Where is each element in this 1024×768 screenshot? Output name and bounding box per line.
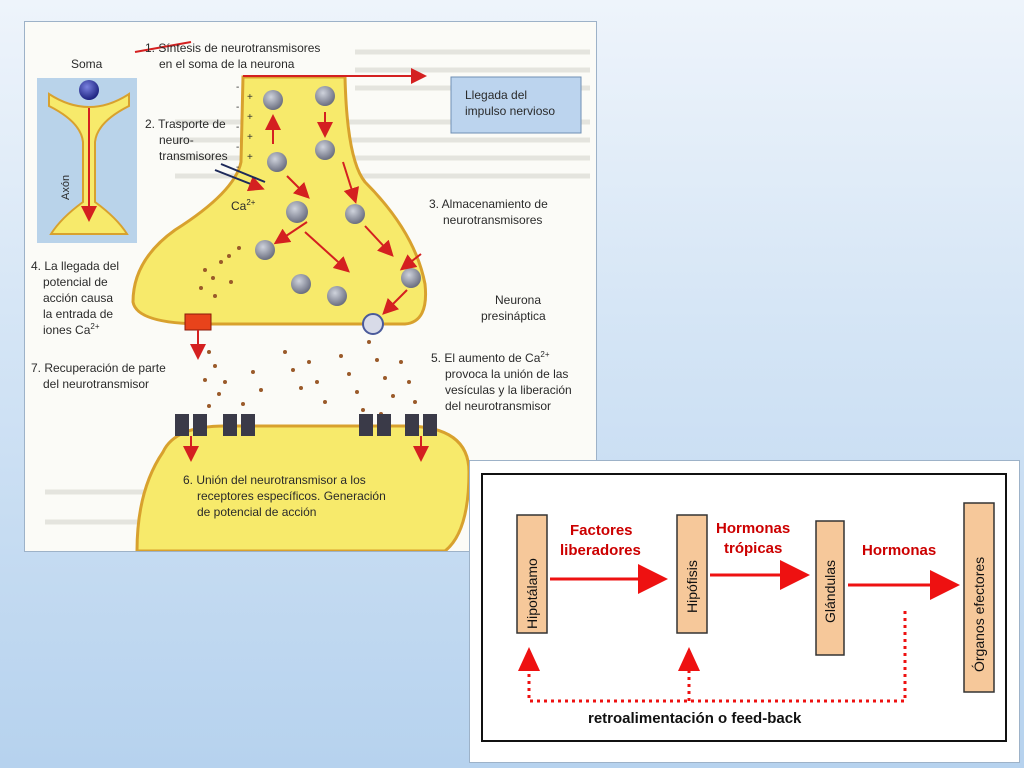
neurotransmitter-dots [199,246,417,416]
impulse-box-line-1: Llegada del [465,88,527,102]
synapse-svg: Soma Axón - + - + - + - + - [31,41,590,551]
step4-line-2: potencial de [43,275,108,289]
label-tropicas: trópicas [724,540,782,557]
box-hipofisis: Hipófisis [676,514,708,634]
step4-line-3: acción causa [43,291,113,305]
box-organos-efectores: Órganos efectores [963,502,995,693]
presynaptic-label-2: presináptica [481,309,546,323]
calcium-channel [184,313,212,331]
step2-line-2: neuro- [159,133,194,147]
step3-line-1: 3. Almacenamiento de [429,197,548,211]
vesicle [255,240,275,260]
vesicle [401,268,421,288]
soma-nucleus [79,80,99,100]
svg-text:+: + [247,92,253,103]
step6-line-3: de potencial de acción [197,505,316,519]
step6-line-2: receptores específicos. Generación [197,489,386,503]
synapse-illustration: Soma Axón - + - + - + - + - [24,21,597,552]
calcium-label: Ca2+ [231,198,256,213]
step4-line-5: iones Ca2+ [43,322,100,337]
step5-line-3: vesículas y la liberación [445,383,572,397]
step2-line-3: transmisores [159,149,228,163]
step5-line-1: 5. El aumento de Ca2+ [431,350,550,365]
svg-text:-: - [236,142,239,153]
fusing-vesicle [362,313,384,335]
feedback-svg: Hipotálamo Hipófisis Glándulas Órganos e… [481,473,1007,742]
transport-arrows [134,41,427,315]
soma-label: Soma [71,57,103,71]
calcium-arrows [214,163,266,192]
vesicle [315,86,335,106]
feedback-loop [527,611,907,703]
step4-line-1: 4. La llegada del [31,259,119,273]
svg-text:Glándulas: Glándulas [822,560,838,623]
soma-inset [37,78,137,243]
svg-text:+: + [247,112,253,123]
vesicle [327,286,347,306]
presynaptic-label-1: Neurona [495,293,541,307]
hormone-feedback-diagram: Hipotálamo Hipófisis Glándulas Órganos e… [469,460,1020,763]
vesicle [286,201,308,223]
svg-text:-: - [236,102,239,113]
label-hormonas-2: Hormonas [862,542,936,559]
svg-text:-: - [236,162,239,173]
receptors [175,414,437,436]
receptor [175,414,207,436]
feedback-arrowhead-hipotalamo [518,647,540,671]
step1-line-2: en el soma de la neurona [159,57,295,71]
step3-line-2: neurotransmisores [443,213,542,227]
vesicle [267,152,287,172]
axon-label: Axón [60,175,72,200]
label-hormonas-1: Hormonas [716,520,790,537]
svg-text:Órganos efectores: Órganos efectores [971,557,987,672]
step4-line-4: la entrada de [43,307,113,321]
svg-text:Hipófisis: Hipófisis [684,560,700,613]
feedback-arrowhead-hipofisis [678,647,700,671]
vesicle [345,204,365,224]
vesicle [291,274,311,294]
receptor [359,414,391,436]
step7-line-1: 7. Recuperación de parte [31,361,166,375]
diagram-frame [481,473,1007,742]
label-factores: Factores [570,522,633,539]
impulse-box [450,76,582,134]
svg-text:-: - [236,122,239,133]
label-liberadores: liberadores [560,542,641,559]
presynaptic-terminal [131,75,428,326]
vesicles [255,86,421,335]
step5-line-4: del neurotransmisor [445,399,551,413]
svg-text:-: - [236,82,239,93]
receptor [223,414,255,436]
svg-text:+: + [247,152,253,163]
vesicle [315,140,335,160]
feedback-caption: retroalimentación o feed-back [588,710,802,727]
step7-line-2: del neurotransmisor [43,377,149,391]
svg-text:Hipotálamo: Hipotálamo [524,558,540,629]
impulse-box-line-2: impulso nervioso [465,104,555,118]
receptor [405,414,437,436]
step2-line-1: 2. Trasporte de [145,117,226,131]
box-glandulas: Glándulas [815,520,845,656]
box-hipotalamo: Hipotálamo [516,514,548,634]
step6-line-1: 6. Unión del neurotransmisor a los [183,473,366,487]
svg-text:+: + [247,132,253,143]
step1-line-1: 1. Síntesis de neurotransmisores [145,41,320,55]
vesicle [263,90,283,110]
step5-line-2: provoca la unión de las [445,367,568,381]
membrane-charges: - + - + - + - + - [236,82,253,173]
